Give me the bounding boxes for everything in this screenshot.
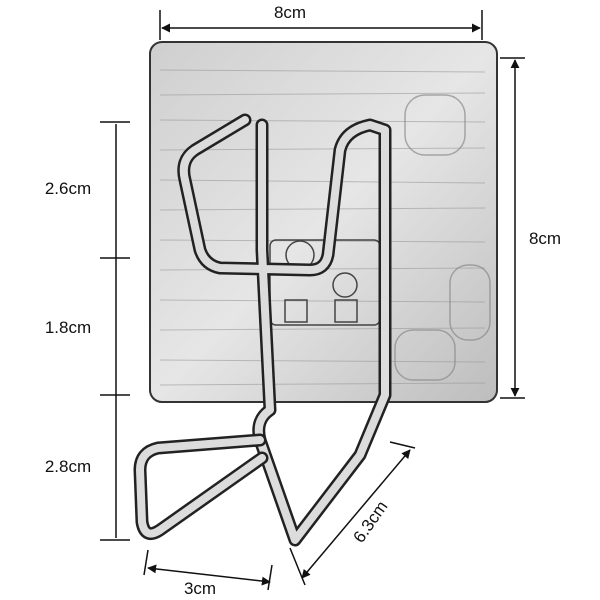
plate-height-label: 8cm (529, 229, 561, 248)
plate-width-label: 8cm (274, 3, 306, 22)
wire-hook (133, 113, 392, 547)
dimension-lines (100, 10, 525, 591)
hook-width-label: 3cm (184, 579, 216, 598)
adhesive-plate (149, 41, 498, 403)
middle-label: 1.8cm (45, 318, 91, 337)
upper-hook-label: 2.6cm (45, 179, 91, 198)
lower-hook-label: 2.8cm (45, 457, 91, 476)
hook-depth-label: 6.3cm (349, 497, 391, 546)
